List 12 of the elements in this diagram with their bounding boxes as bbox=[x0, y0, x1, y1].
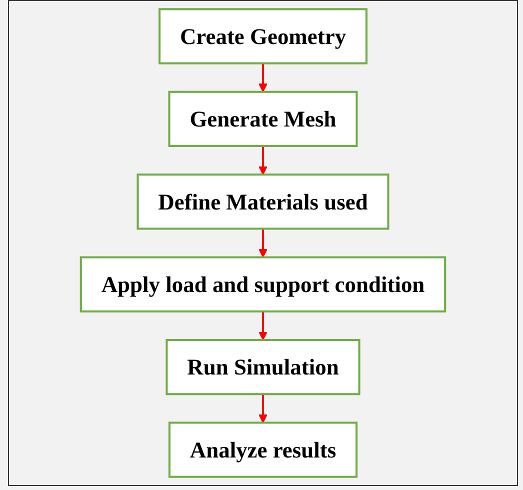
arrow bbox=[258, 311, 268, 340]
node-box bbox=[168, 90, 358, 148]
arrow bbox=[258, 394, 268, 424]
node-box bbox=[168, 422, 358, 478]
node-box bbox=[136, 174, 390, 230]
arrow bbox=[258, 63, 268, 92]
node-box bbox=[158, 8, 368, 64]
arrow bbox=[258, 146, 268, 175]
flowchart: Create Geometry Generate Mesh Define Materials used Apply load and support condition Run Simulation Analyze results bbox=[9, 1, 517, 485]
node-box bbox=[80, 256, 446, 312]
arrow bbox=[258, 228, 268, 258]
node-box bbox=[166, 338, 360, 396]
